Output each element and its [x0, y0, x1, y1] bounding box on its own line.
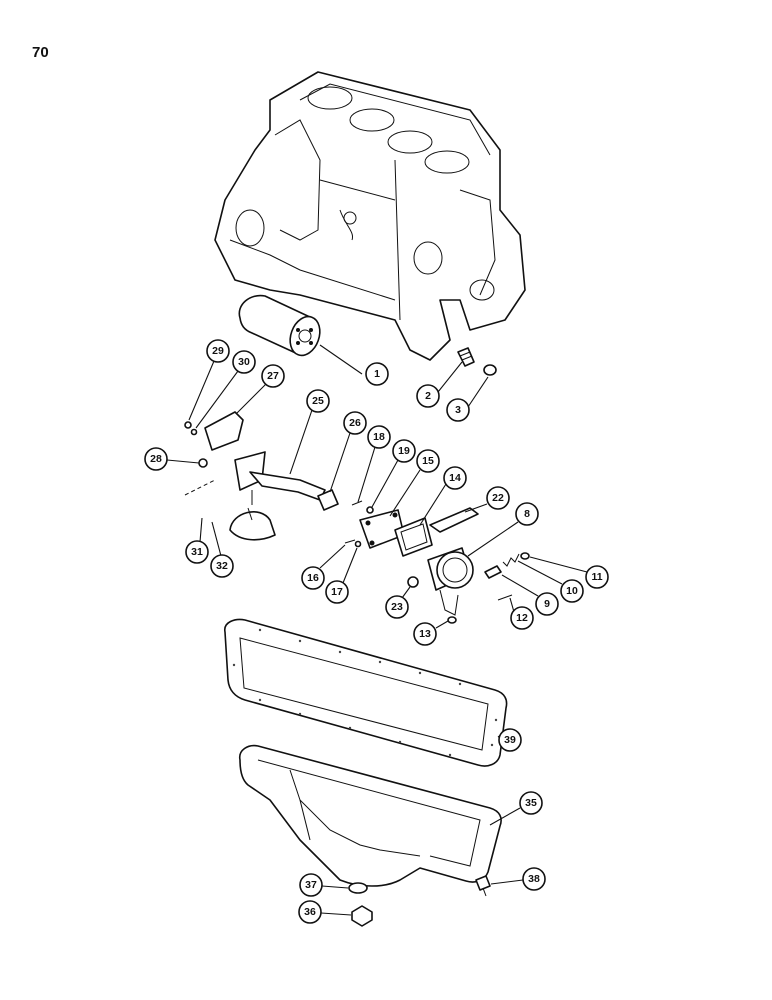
callout-17: 17 — [325, 580, 349, 604]
callout-9: 9 — [535, 592, 559, 616]
spring-10 — [502, 553, 520, 567]
plug-3 — [483, 364, 497, 376]
callout-13: 13 — [413, 622, 437, 646]
washer-37 — [348, 882, 368, 894]
callout-14-label: 14 — [449, 472, 461, 484]
callout-3: 3 — [446, 398, 470, 422]
dipstick-tube-assembly — [184, 411, 326, 541]
callout-36: 36 — [298, 900, 322, 924]
callout-32-label: 32 — [216, 560, 228, 572]
oil-pan-35 — [238, 744, 502, 887]
oil-filter — [238, 294, 321, 357]
callout-35: 35 — [519, 791, 543, 815]
callout-25: 25 — [306, 389, 330, 413]
callout-32: 32 — [210, 554, 234, 578]
callout-38: 38 — [522, 867, 546, 891]
callout-27: 27 — [261, 364, 285, 388]
callout-19-label: 19 — [398, 445, 410, 457]
callout-35-label: 35 — [525, 797, 537, 809]
plug-2 — [457, 347, 475, 367]
pin-9 — [484, 565, 502, 579]
callout-18: 18 — [367, 425, 391, 449]
callout-12-label: 12 — [516, 612, 528, 624]
callout-15-label: 15 — [422, 455, 434, 467]
callout-26-label: 26 — [349, 417, 361, 429]
callout-29-label: 29 — [212, 345, 224, 357]
callout-37: 37 — [299, 873, 323, 897]
callout-37-label: 37 — [305, 879, 317, 891]
callout-2: 2 — [416, 384, 440, 408]
callouts: 1 2 3 8 9 10 11 12 13 14 15 16 17 18 19 … — [144, 339, 609, 924]
callout-31-label: 31 — [191, 546, 203, 558]
screw-16 — [344, 539, 356, 544]
engine-block — [214, 71, 526, 361]
callout-10-label: 10 — [566, 585, 578, 597]
o-ring-23 — [407, 576, 419, 588]
gasket-14 — [394, 517, 433, 557]
callout-17-label: 17 — [331, 586, 343, 598]
callout-8-label: 8 — [524, 508, 530, 520]
callout-9-label: 9 — [544, 598, 550, 610]
cover-plate-15 — [359, 509, 405, 549]
callout-11-label: 11 — [591, 571, 602, 583]
plate-22 — [429, 507, 479, 533]
callout-22-label: 22 — [492, 492, 504, 504]
pin-12 — [497, 594, 513, 601]
callout-3-label: 3 — [455, 404, 461, 416]
callout-39-label: 39 — [504, 734, 516, 746]
oil-pan-gasket-39 — [224, 618, 508, 767]
cap-11 — [520, 552, 530, 560]
callout-12: 12 — [510, 606, 534, 630]
washer-17 — [354, 540, 362, 548]
callout-1: 1 — [365, 362, 389, 386]
callout-31: 31 — [185, 540, 209, 564]
callout-36-label: 36 — [304, 906, 316, 918]
callout-8: 8 — [515, 502, 539, 526]
ring-13 — [447, 616, 457, 624]
callout-38-label: 38 — [528, 873, 540, 885]
callout-22: 22 — [486, 486, 510, 510]
callout-1-label: 1 — [374, 368, 380, 380]
callout-27-label: 27 — [267, 370, 279, 382]
callout-28-label: 28 — [150, 453, 162, 465]
callout-23-label: 23 — [391, 601, 403, 613]
callout-10: 10 — [560, 579, 584, 603]
callout-14: 14 — [443, 466, 467, 490]
drain-plug-36 — [351, 905, 373, 927]
callout-11: 11 — [585, 565, 609, 589]
screw-18 — [351, 500, 363, 506]
callout-30: 30 — [232, 350, 256, 374]
callout-13-label: 13 — [419, 628, 431, 640]
washer-19 — [366, 506, 374, 514]
callout-28: 28 — [144, 447, 168, 471]
callout-2-label: 2 — [425, 390, 431, 402]
callout-23: 23 — [385, 595, 409, 619]
callout-18-label: 18 — [373, 431, 385, 443]
page-number: 70 — [32, 44, 49, 61]
callout-25-label: 25 — [312, 395, 324, 407]
bolt-38 — [475, 875, 491, 897]
callout-26: 26 — [343, 411, 367, 435]
callout-15: 15 — [416, 449, 440, 473]
callout-29: 29 — [206, 339, 230, 363]
callout-16: 16 — [301, 566, 325, 590]
callout-16-label: 16 — [307, 572, 319, 584]
gasket-texture — [232, 628, 498, 757]
oil-pump-8 — [427, 547, 474, 616]
fitting-26 — [317, 489, 339, 511]
callout-19: 19 — [392, 439, 416, 463]
callout-30-label: 30 — [238, 356, 250, 368]
callout-39: 39 — [498, 728, 522, 752]
